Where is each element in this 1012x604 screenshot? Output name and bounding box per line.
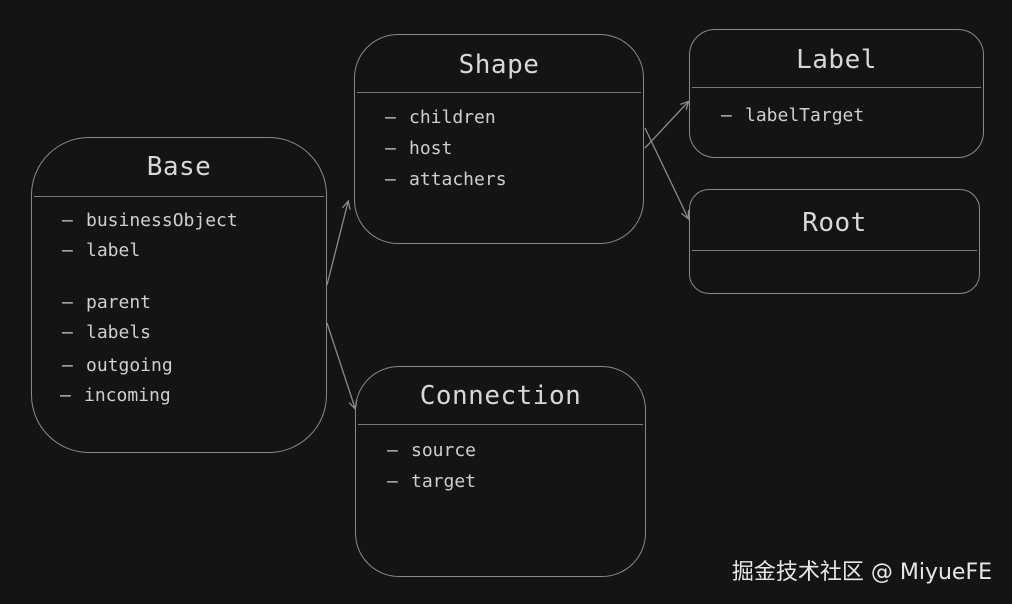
field-name: labelTarget <box>745 105 865 126</box>
field-item: –labelTarget <box>721 105 864 126</box>
field-item: –attachers <box>385 169 507 190</box>
field-bullet: – <box>62 210 73 231</box>
field-item: –label <box>62 240 140 261</box>
field-name: host <box>409 138 453 159</box>
field-name: target <box>411 471 477 492</box>
class-divider-shape <box>357 92 641 93</box>
class-box-label[interactable]: Label –labelTarget <box>689 29 984 158</box>
class-title-root: Root <box>802 208 867 238</box>
class-divider-connection <box>358 424 643 425</box>
field-item: –businessObject <box>62 210 238 231</box>
field-name: outgoing <box>86 355 173 376</box>
class-box-base[interactable]: Base –businessObject –label –parent –lab… <box>31 137 327 453</box>
field-bullet: – <box>62 292 73 313</box>
field-bullet: – <box>387 440 398 461</box>
field-name: attachers <box>409 169 507 190</box>
field-name: businessObject <box>86 210 238 231</box>
field-bullet: – <box>60 385 71 406</box>
field-name: source <box>411 440 477 461</box>
field-bullet: – <box>721 105 732 126</box>
field-item: –host <box>385 138 452 159</box>
field-item: –outgoing <box>62 355 173 376</box>
field-bullet: – <box>385 107 396 128</box>
class-title-base: Base <box>146 152 212 182</box>
field-item: –parent <box>62 292 151 313</box>
field-bullet: – <box>62 355 73 376</box>
class-divider-root <box>692 250 977 251</box>
field-item: –labels <box>62 322 151 343</box>
class-divider-label <box>692 87 981 88</box>
arrow-shape-to-label <box>644 102 688 149</box>
field-name: labels <box>86 322 152 343</box>
class-title-connection: Connection <box>419 381 582 411</box>
arrow-shape-to-root <box>644 127 688 218</box>
field-bullet: – <box>62 322 73 343</box>
watermark: 掘金技术社区 @ MiyueFE <box>731 560 992 585</box>
class-title-label: Label <box>796 45 877 75</box>
class-divider-base <box>34 196 324 197</box>
class-title-shape: Shape <box>458 50 540 80</box>
field-item: –incoming <box>60 385 171 406</box>
field-item: –source <box>387 440 476 461</box>
arrow-base-to-connection <box>326 322 355 408</box>
field-bullet: – <box>387 471 398 492</box>
field-bullet: – <box>385 138 396 159</box>
arrow-base-to-shape <box>326 202 348 286</box>
field-bullet: – <box>385 169 396 190</box>
field-item: –target <box>387 471 476 492</box>
class-box-shape[interactable]: Shape –children –host –attachers <box>354 34 644 244</box>
field-name: children <box>409 107 496 128</box>
class-box-connection[interactable]: Connection –source –target <box>355 366 646 577</box>
field-bullet: – <box>62 240 73 261</box>
field-item: –children <box>385 107 496 128</box>
field-name: parent <box>86 292 152 313</box>
field-name: incoming <box>84 385 171 406</box>
class-box-root[interactable]: Root <box>689 189 980 294</box>
field-name: label <box>86 240 141 261</box>
